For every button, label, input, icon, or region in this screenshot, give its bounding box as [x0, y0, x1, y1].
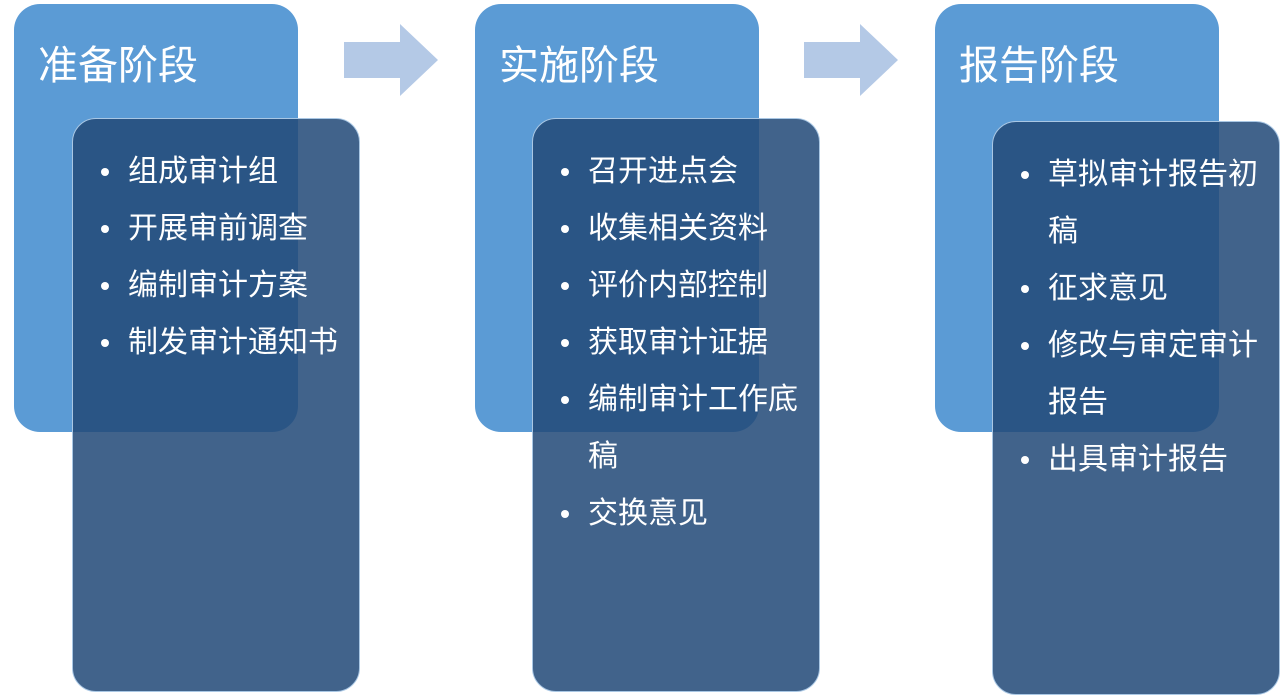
stage-3-task-list: 草拟审计报告初稿 征求意见 修改与审定审计报告 出具审计报告	[993, 122, 1279, 488]
stage-3-tasks-box: 草拟审计报告初稿 征求意见 修改与审定审计报告 出具审计报告	[992, 121, 1280, 695]
stage-2-title: 实施阶段	[499, 43, 659, 89]
stage-1-task-item: 开展审前调查	[101, 200, 343, 257]
stage-2-task-item: 编制审计工作底稿	[561, 371, 803, 485]
stage-1-tasks-box: 组成审计组 开展审前调查 编制审计方案 制发审计通知书	[72, 118, 360, 692]
stage-1-task-item: 制发审计通知书	[101, 314, 343, 371]
stage-3-task-item: 草拟审计报告初稿	[1021, 146, 1263, 260]
stage-1-task-item: 组成审计组	[101, 143, 343, 200]
stage-2-tasks-box: 召开进点会 收集相关资料 评价内部控制 获取审计证据 编制审计工作底稿 交换意见	[532, 118, 820, 692]
arrow-right-icon	[344, 24, 438, 96]
stage-3-title: 报告阶段	[959, 43, 1119, 89]
stage-3-task-item: 出具审计报告	[1021, 431, 1263, 488]
stage-2-task-item: 收集相关资料	[561, 200, 803, 257]
stage-1-task-list: 组成审计组 开展审前调查 编制审计方案 制发审计通知书	[73, 119, 359, 371]
stage-3-task-item: 修改与审定审计报告	[1021, 317, 1263, 431]
stage-1-task-item: 编制审计方案	[101, 257, 343, 314]
stage-2-task-item: 交换意见	[561, 485, 803, 542]
stage-1-title: 准备阶段	[38, 43, 198, 89]
stage-3-task-item: 征求意见	[1021, 260, 1263, 317]
stage-2-task-item: 获取审计证据	[561, 314, 803, 371]
stage-2-task-item: 评价内部控制	[561, 257, 803, 314]
stage-2-task-list: 召开进点会 收集相关资料 评价内部控制 获取审计证据 编制审计工作底稿 交换意见	[533, 119, 819, 542]
stage-2-task-item: 召开进点会	[561, 143, 803, 200]
arrow-right-icon	[804, 24, 898, 96]
